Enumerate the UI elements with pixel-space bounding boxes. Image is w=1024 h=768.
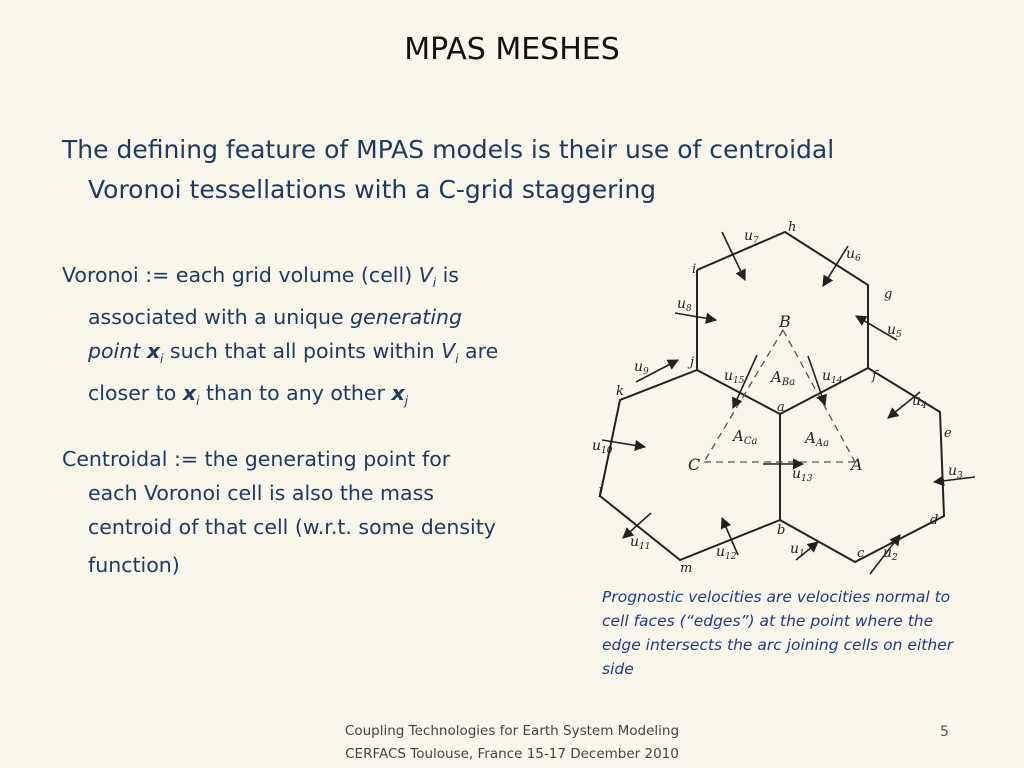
voronoi-italic: point bbox=[88, 339, 147, 364]
voronoi-line-4: closer to xi than to any other xj bbox=[62, 376, 562, 418]
footer: Coupling Technologies for Earth System M… bbox=[262, 720, 762, 766]
vertex-label: d bbox=[930, 513, 938, 528]
velocity-label: u10 bbox=[592, 438, 613, 456]
area-label: ABa bbox=[769, 368, 795, 388]
velocity-label: u11 bbox=[630, 534, 650, 552]
voronoi-text: is bbox=[436, 263, 459, 287]
velocity-label: u7 bbox=[744, 228, 759, 246]
lead-line-1: The defining feature of MPAS models is t… bbox=[62, 135, 835, 164]
centroidal-line-1: Centroidal := the generating point for bbox=[62, 447, 451, 471]
velocity-label: u3 bbox=[948, 463, 963, 481]
page-number: 5 bbox=[940, 724, 949, 740]
centroidal-line-4: function) bbox=[88, 553, 180, 577]
area-labels: ABa ACa AAa bbox=[731, 368, 829, 449]
centroidal-line-2: each Voronoi cell is also the mass bbox=[88, 481, 434, 505]
velocity-arrows bbox=[601, 231, 976, 575]
voronoi-text: associated with a unique bbox=[88, 305, 351, 330]
voronoi-italic: generating bbox=[350, 305, 463, 330]
footer-line-2: CERFACS Toulouse, France 15-17 December … bbox=[345, 746, 679, 762]
velocity-label: u14 bbox=[822, 368, 843, 386]
subscript-i: i bbox=[196, 394, 200, 409]
subscript-i: i bbox=[160, 352, 164, 367]
cell-center-labels: B C A bbox=[688, 312, 863, 474]
vertex-label: l bbox=[598, 486, 602, 501]
symbol-x: x bbox=[182, 381, 197, 406]
subscript-i: i bbox=[432, 276, 437, 291]
velocity-label: u9 bbox=[634, 359, 649, 377]
vertex-label: h bbox=[788, 220, 796, 235]
velocity-label: u5 bbox=[887, 322, 902, 340]
voronoi-line-2: associated with a unique generating bbox=[62, 300, 562, 334]
footer-line-1: Coupling Technologies for Earth System M… bbox=[344, 723, 680, 739]
area-label: ACa bbox=[731, 427, 757, 447]
vertex-label: b bbox=[777, 523, 785, 538]
voronoi-text: than to any other bbox=[199, 381, 392, 406]
vertex-label: a bbox=[777, 400, 785, 415]
symbol-V: V bbox=[441, 339, 456, 364]
vertex-label: g bbox=[884, 287, 892, 302]
velocity-label: u2 bbox=[883, 545, 898, 563]
velocity-label: u12 bbox=[716, 544, 737, 562]
vertex-label: c bbox=[857, 546, 865, 561]
velocity-label: u1 bbox=[790, 541, 805, 559]
symbol-x: x bbox=[146, 339, 161, 364]
vertex-label: k bbox=[616, 384, 624, 399]
velocity-label: u8 bbox=[677, 296, 692, 314]
voronoi-text: Voronoi := each grid volume (cell) bbox=[62, 263, 419, 287]
vertex-label: f bbox=[871, 369, 879, 384]
voronoi-definition: Voronoi := each grid volume (cell) Vi is… bbox=[62, 258, 562, 418]
centroidal-line-3: centroid of that cell (w.r.t. some densi… bbox=[88, 515, 496, 539]
cell-center-label: B bbox=[778, 312, 791, 331]
cell-center-label: A bbox=[849, 455, 863, 474]
voronoi-text: such that all points within bbox=[163, 339, 442, 364]
cell-center-label: C bbox=[688, 455, 700, 474]
vertex-label: m bbox=[680, 561, 692, 576]
vertex-label: e bbox=[944, 426, 952, 441]
voronoi-text: are bbox=[458, 339, 499, 364]
vertex-label: i bbox=[692, 262, 696, 277]
velocity-label: u6 bbox=[846, 246, 861, 264]
velocity-labels: u7 u6 u5 u4 u3 u2 u1 u12 u11 u10 u9 u8 u… bbox=[592, 228, 963, 563]
voronoi-text: closer to bbox=[88, 381, 183, 406]
voronoi-mesh-diagram: h g f e d c b m l k j i a B C A u7 u6 u5… bbox=[592, 220, 976, 576]
subscript-i: i bbox=[455, 352, 459, 367]
subscript-j: j bbox=[404, 394, 409, 409]
lead-statement: The defining feature of MPAS models is t… bbox=[62, 130, 962, 210]
cell-C bbox=[598, 369, 781, 562]
velocity-label: u15 bbox=[724, 368, 745, 386]
diagram-caption: Prognostic velocities are velocities nor… bbox=[602, 588, 954, 678]
lead-line-2: Voronoi tessellations with a C-grid stag… bbox=[88, 175, 657, 204]
velocity-label: u13 bbox=[792, 466, 813, 484]
vertex-labels: h g f e d c b m l k j i a bbox=[598, 220, 952, 576]
velocity-label: u4 bbox=[912, 393, 927, 411]
vertex-label: j bbox=[687, 355, 694, 370]
cell-edges bbox=[598, 230, 946, 564]
area-label: AAa bbox=[803, 429, 829, 449]
centroidal-definition: Centroidal := the generating point for e… bbox=[62, 442, 562, 582]
voronoi-line-3: point xi such that all points within Vi … bbox=[62, 334, 562, 376]
symbol-x: x bbox=[391, 381, 405, 406]
symbol-V: V bbox=[418, 263, 433, 287]
slide-title: MPAS MESHES bbox=[404, 32, 620, 67]
